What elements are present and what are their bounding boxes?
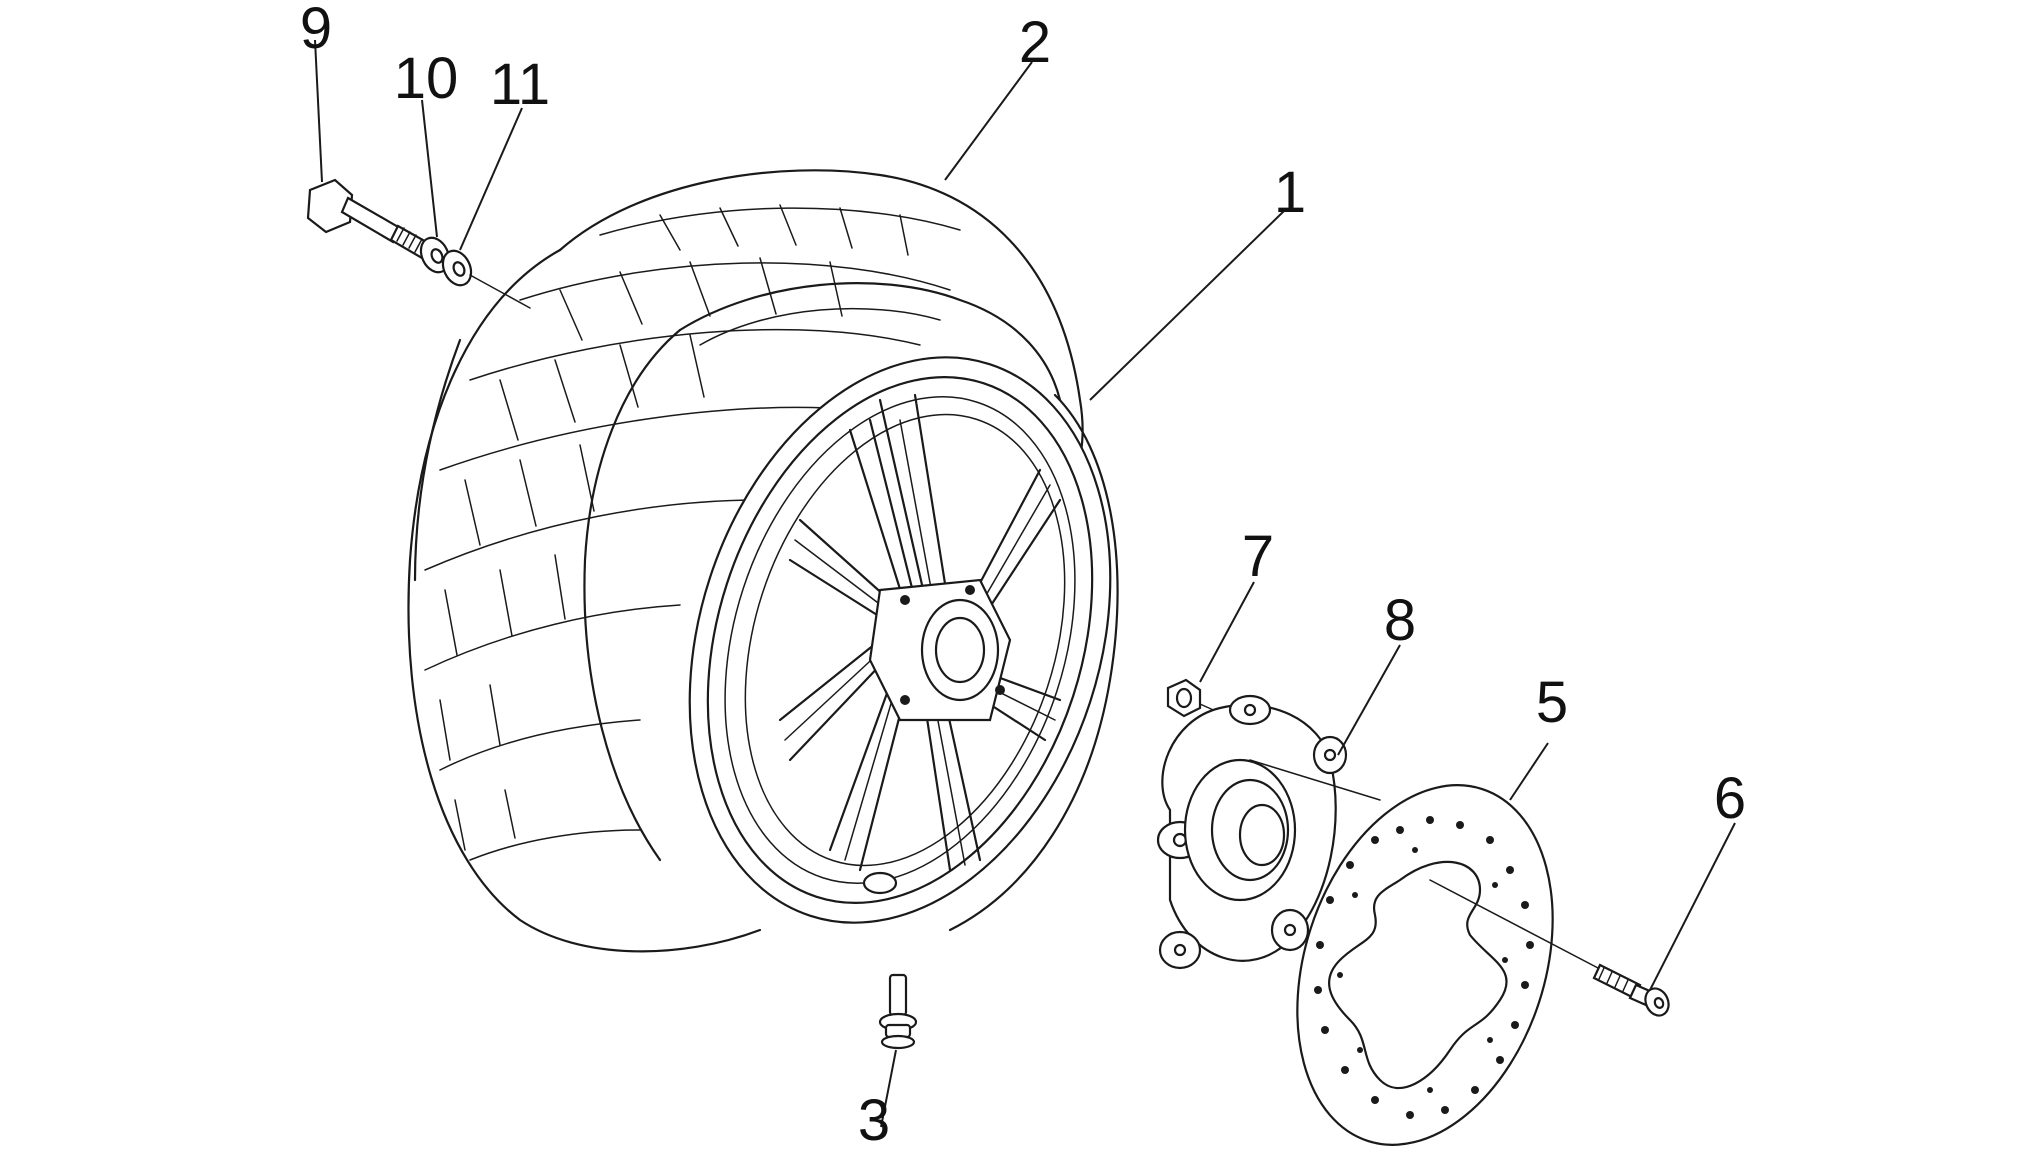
callout-5: 5 [1536,670,1568,735]
leader-6 [1649,822,1736,991]
leader-9 [314,39,323,183]
callout-3: 3 [858,1088,890,1153]
leader-7 [1199,581,1255,683]
leader-10 [421,99,438,238]
washer-part-11 [441,249,473,287]
callout-11: 11 [490,52,550,117]
brake-disc-part-5 [1296,784,1554,1146]
tread-blocks [439,204,909,851]
leader-1 [1089,209,1286,401]
valve-hole [862,871,898,895]
callout-10: 10 [394,46,459,111]
axle-bolt-part-9 [306,178,432,260]
disc-bolt-part-6 [1592,963,1670,1017]
callout-9: 9 [300,0,332,61]
leader-11 [459,107,523,251]
disc-bolt-axis [1429,879,1599,969]
rim-hub [868,578,1012,722]
callout-7: 7 [1242,524,1274,589]
axle-centerline [469,274,531,309]
flange-axis [1249,759,1381,801]
leader-8 [1337,644,1401,756]
leader-3 [880,1049,897,1128]
rim-part-1 [688,356,1119,932]
disc-holes [1314,816,1534,1119]
callout-2: 2 [1019,10,1051,75]
valve-part-3 [878,973,918,1050]
leader-2 [944,61,1033,181]
leader-5 [1509,742,1549,801]
callout-1: 1 [1274,160,1306,225]
flange-part-8 [1156,694,1348,970]
callout-6: 6 [1714,766,1746,831]
tyre-part-2 [407,169,1084,953]
callout-8: 8 [1384,588,1416,653]
callout-labels: 1 2 3 5 6 7 8 9 10 11 [300,0,1746,1153]
nut-part-7 [1166,678,1202,718]
leader-lines [314,39,1736,1128]
